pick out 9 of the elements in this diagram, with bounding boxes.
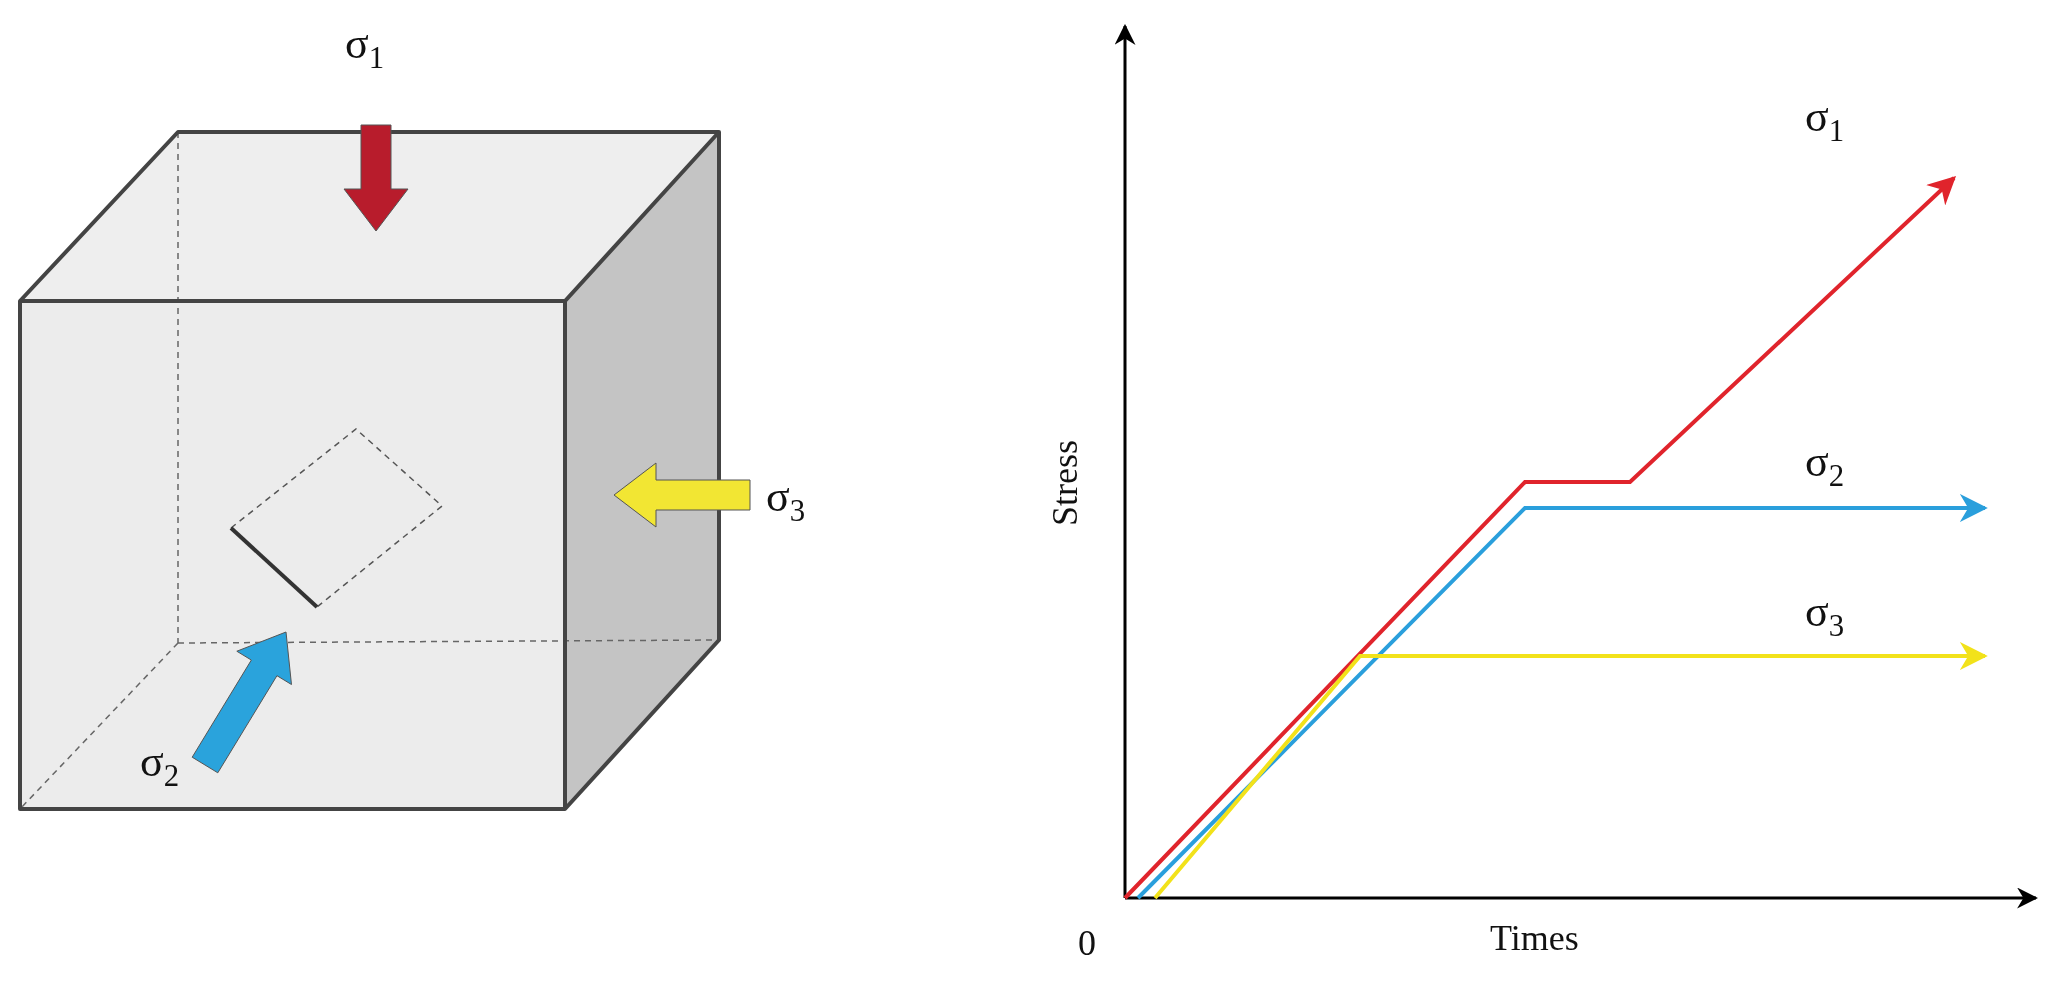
force-label: σ$_{2}$ bbox=[140, 740, 180, 792]
axis-title: Times bbox=[1490, 920, 1579, 956]
force-label: σ$_{1}$ bbox=[345, 22, 385, 74]
curve-label: σ$_{2}$ bbox=[1805, 440, 1845, 492]
axis-label: 0 bbox=[1078, 925, 1096, 961]
curve-label: σ$_{3}$ bbox=[1805, 590, 1845, 642]
curve-label: σ$_{1}$ bbox=[1805, 95, 1845, 147]
axis-title: Stress bbox=[1047, 440, 1083, 526]
force-label: σ$_{3}$ bbox=[766, 475, 806, 527]
